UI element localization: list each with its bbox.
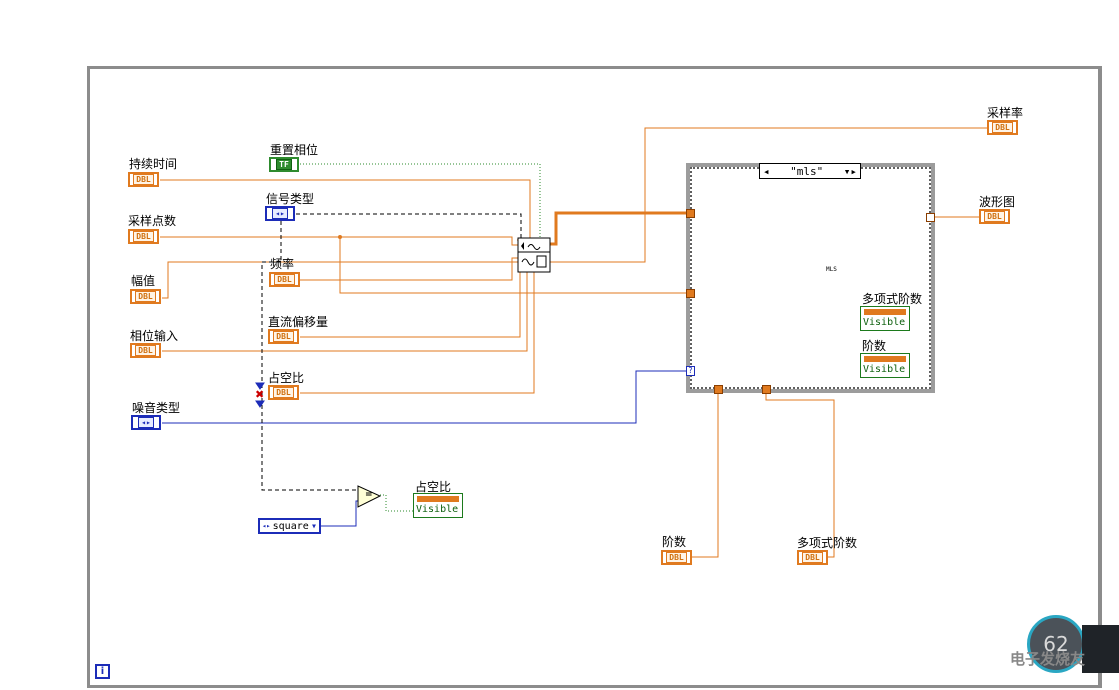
wire-signal-type: [296, 213, 522, 240]
case-selector[interactable]: ◂ "mls" ▾▸: [759, 163, 861, 179]
case-selector-value: "mls": [790, 164, 824, 178]
noise-type-terminal[interactable]: ◂▸: [131, 415, 161, 430]
sample-rate-terminal[interactable]: DBL: [987, 120, 1018, 135]
label-duty-cycle: 占空比: [268, 371, 305, 385]
wire-sample-count: [160, 236, 518, 246]
coercion-marker: [255, 382, 265, 408]
reset-phase-terminal[interactable]: TF: [269, 157, 299, 172]
wire-duty-cycle: [300, 272, 535, 394]
label-amplitude: 幅值: [131, 274, 156, 288]
duty-cycle-terminal[interactable]: DBL: [268, 385, 299, 400]
wire-dc-offset: [300, 272, 521, 338]
poly-order-property-node[interactable]: Visible: [860, 306, 910, 331]
label-phase-in: 相位输入: [130, 329, 179, 343]
compare-node[interactable]: [357, 485, 382, 508]
poly-order-out-terminal[interactable]: DBL: [797, 550, 828, 565]
frequency-terminal[interactable]: DBL: [269, 272, 300, 287]
label-noise-type: 噪音类型: [132, 401, 181, 415]
wire-ring-out: [320, 500, 360, 527]
duty-cycle-property-node[interactable]: Visible: [413, 493, 463, 518]
label-poly-order-out: 多项式阶数: [797, 536, 858, 550]
context-help-icon[interactable]: i: [95, 664, 110, 679]
ring-dropdown-icon[interactable]: ▾: [310, 520, 317, 532]
overlay-panel: [1082, 625, 1119, 673]
label-order: 阶数: [862, 339, 887, 353]
case-tunnel-waveform-out[interactable]: [926, 213, 935, 222]
signal-type-terminal[interactable]: ◂▸: [265, 206, 295, 221]
ring-value: square: [272, 520, 309, 532]
case-tunnel-poly-order[interactable]: [762, 385, 771, 394]
speed-overlay: 62: [1027, 615, 1085, 673]
wire-compare-out: [380, 494, 414, 512]
wire-noise-type: [162, 370, 688, 424]
label-frequency: 频率: [270, 257, 295, 271]
wire-signal-type-down: [261, 221, 358, 491]
phase-in-terminal[interactable]: DBL: [130, 343, 161, 358]
order-out-terminal[interactable]: DBL: [661, 550, 692, 565]
case-prev-icon[interactable]: ◂: [763, 164, 770, 178]
order-property-node[interactable]: Visible: [860, 353, 910, 378]
square-ring-constant[interactable]: ◂▸ square ▾: [258, 518, 321, 534]
wire-amplitude: [162, 261, 518, 299]
duration-terminal[interactable]: DBL: [128, 172, 159, 187]
waveform-indicator[interactable]: DBL: [979, 209, 1010, 224]
wire-sample-count-branch: [339, 237, 688, 294]
wire-frequency: [300, 257, 518, 281]
watermark-text: 电子发烧友: [1010, 650, 1086, 668]
label-order-out: 阶数: [662, 535, 687, 549]
label-waveform: 波形图: [979, 195, 1016, 209]
basic-function-generator-vi[interactable]: [517, 237, 551, 273]
case-tunnel-order[interactable]: [714, 385, 723, 394]
wire-junction: [338, 235, 342, 239]
label-sample-count: 采样点数: [128, 214, 177, 228]
dc-offset-terminal[interactable]: DBL: [268, 329, 299, 344]
ring-increment-icon[interactable]: ◂▸: [262, 522, 271, 530]
label-sample-rate: 采样率: [987, 106, 1024, 120]
label-duration: 持续时间: [129, 157, 178, 171]
label-reset-phase: 重置相位: [270, 143, 319, 157]
wire-tunnel-to-poly-order: [765, 393, 835, 558]
wire-duration: [160, 179, 531, 241]
case-tunnel-sample-count[interactable]: [686, 289, 695, 298]
wire-reset-phase: [300, 163, 541, 240]
compare-equal-symbol: =: [365, 490, 373, 500]
case-selector-terminal[interactable]: ?: [686, 366, 695, 376]
label-poly-order: 多项式阶数: [862, 292, 923, 306]
wire-waveform: [550, 211, 688, 246]
sample-count-terminal[interactable]: DBL: [128, 229, 159, 244]
label-duty-cycle-prop: 占空比: [415, 480, 452, 494]
label-signal-type: 信号类型: [266, 192, 315, 206]
wire-sample-rate: [550, 127, 988, 263]
broken-wire-icon: ✖: [255, 388, 264, 401]
wire-tunnel-to-order: [692, 393, 719, 558]
mls-vi-label: MLS: [826, 266, 837, 273]
amplitude-terminal[interactable]: DBL: [130, 289, 161, 304]
wire-phase-in: [162, 272, 528, 352]
case-next-icon[interactable]: ▾▸: [843, 164, 857, 178]
label-dc-offset: 直流偏移量: [268, 315, 329, 329]
case-tunnel-waveform-in[interactable]: [686, 209, 695, 218]
